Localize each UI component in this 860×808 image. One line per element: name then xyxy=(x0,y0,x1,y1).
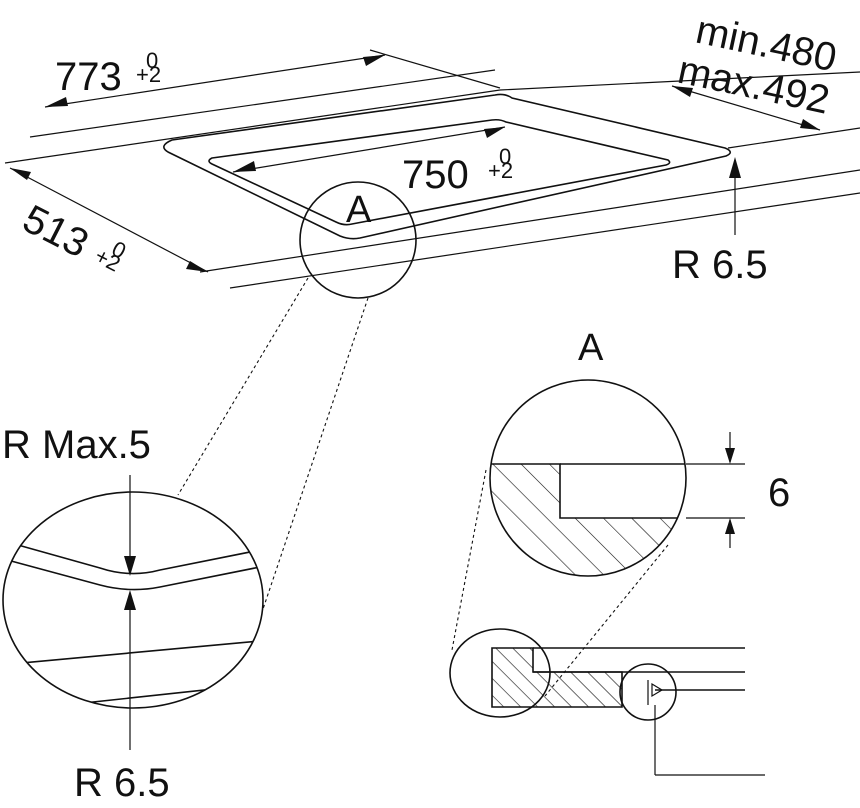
r65-bottom-label: R 6.5 xyxy=(74,761,170,805)
dim-750-tol-lower: +2 xyxy=(488,158,513,183)
r65-bottom-arrow xyxy=(124,590,136,750)
dim-513-arrow xyxy=(9,167,209,273)
leader-lines-left xyxy=(177,277,369,613)
callout-circle-a xyxy=(299,181,417,299)
leader-lines-right xyxy=(451,469,669,697)
dim-6-markers xyxy=(686,432,745,548)
detail-left xyxy=(2,491,264,709)
cutout-outline xyxy=(163,93,732,240)
r65-top-label: R 6.5 xyxy=(672,243,768,287)
dim-750-arrow xyxy=(232,126,506,173)
dim-6-label: 6 xyxy=(768,471,790,515)
dim-750-tol-upper: 0 xyxy=(499,144,511,169)
dim-773-value: 773 xyxy=(55,55,122,99)
detail-a-title: A xyxy=(578,327,604,369)
r-max-label: R Max.5 xyxy=(2,423,151,467)
section-view xyxy=(449,628,765,776)
dim-750-value: 750 xyxy=(402,153,469,197)
dim-773-tol-lower: +2 xyxy=(136,62,161,87)
dim-773-tol-upper: 0 xyxy=(146,48,158,73)
r65-top-leader xyxy=(729,157,741,235)
r-max-arrow xyxy=(124,475,136,576)
dim-worktop-arrow xyxy=(671,85,821,131)
dim-773-arrow xyxy=(44,49,501,108)
detail-right-circle xyxy=(489,379,687,577)
callout-a-label: A xyxy=(346,189,372,231)
worktop xyxy=(4,69,860,289)
